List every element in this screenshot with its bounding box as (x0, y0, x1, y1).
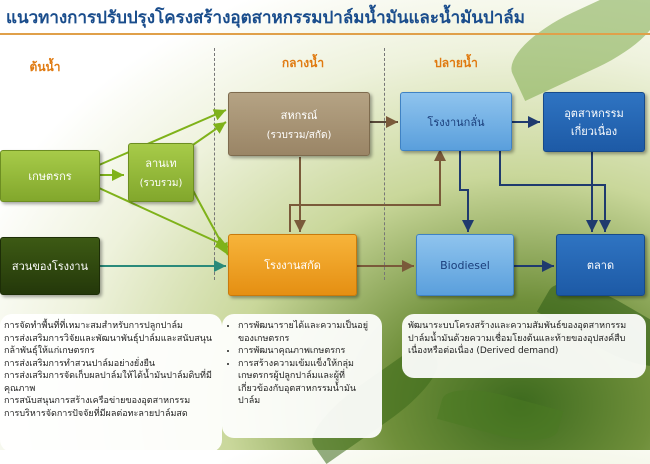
node-extraction-plant: โรงงานสกัด (228, 234, 357, 296)
node-related-industry: อุตสาหกรรม เกี่ยวเนื่อง (543, 92, 645, 152)
node-cooperative: สหกรณ์ (รวบรวม/สกัด) (228, 92, 370, 156)
node-lan-te-sublabel: (รวบรวม) (139, 178, 183, 189)
phase-label-upstream: ต้นน้ำ (29, 60, 61, 74)
node-related-industry-label-1: อุตสาหกรรม (564, 107, 624, 120)
note-upstream-item: การส่งเสริมการวิจัยและพัฒนาพันธุ์ปาล์มแล… (4, 333, 213, 357)
page-title: แนวทางการปรับปรุงโครงสร้างอุตสาหกรรมปาล์… (6, 8, 525, 28)
node-related-industry-label-2: เกี่ยวเนื่อง (570, 125, 618, 138)
flow-arrows (98, 109, 611, 272)
node-extraction-plant-label: โรงงานสกัด (264, 259, 321, 272)
node-refinery-label: โรงงานกลั่น (427, 115, 485, 129)
note-upstream-item: การบริหารจัดการปัจจัยที่มีผลต่อทะลายปาล์… (4, 408, 188, 419)
note-upstream-item: การจัดทำพื้นที่ที่เหมาะสมสำหรับการปลูกปา… (4, 321, 183, 331)
node-lan-te-label: ลานเท (145, 157, 177, 170)
node-cooperative-sublabel: (รวบรวม/สกัด) (266, 129, 332, 141)
node-lan-te: ลานเท (รวบรวม) (128, 143, 194, 202)
note-upstream-item: การสนับสนุนการสร้างเครือข่ายของอุตสาหกรร… (4, 396, 191, 406)
node-market-label: ตลาด (586, 259, 615, 272)
note-downstream: พัฒนาระบบโครงสร้างและความสัมพันธ์ของอุตส… (402, 314, 646, 378)
phase-label-downstream: ปลายน้ำ (434, 56, 478, 70)
note-midstream-item: การพัฒนารายได้และความเป็นอยู่ของเกษตรกร (238, 320, 378, 345)
note-midstream: การพัฒนารายได้และความเป็นอยู่ของเกษตรกร … (222, 314, 382, 438)
phase-divider (214, 48, 215, 280)
node-refinery: โรงงานกลั่น (400, 92, 512, 151)
phase-label-midstream: กลางน้ำ (281, 56, 325, 70)
node-farmer-label: เกษตรกร (28, 170, 72, 183)
node-factory-garden-label: สวนของโรงงาน (11, 260, 89, 273)
note-midstream-item: การพัฒนาคุณภาพเกษตรกร (238, 345, 378, 358)
node-factory-garden: สวนของโรงงาน (0, 237, 100, 295)
node-market: ตลาด (556, 234, 645, 296)
node-biodiesel-label: Biodiesel (440, 258, 490, 272)
node-farmer: เกษตรกร (0, 150, 100, 202)
note-upstream-item: การส่งเสริมการจัดเก็บผลปาล์มให้ได้น้ำมัน… (4, 371, 212, 394)
node-cooperative-label: สหกรณ์ (280, 108, 318, 122)
note-upstream: การจัดทำพื้นที่ที่เหมาะสมสำหรับการปลูกปา… (0, 314, 222, 452)
note-midstream-item: การสร้างความเข้มแข็งให้กลุ่มเกษตรกรผู้ปล… (238, 358, 378, 408)
node-biodiesel: Biodiesel (416, 234, 514, 296)
phase-divider (384, 48, 385, 280)
note-downstream-text: พัฒนาระบบโครงสร้างและความสัมพันธ์ของอุตส… (408, 321, 627, 356)
title-divider (0, 33, 650, 35)
note-upstream-item: การส่งเสริมการทำสวนปาล์มอย่างยั่งยืน (4, 358, 156, 369)
